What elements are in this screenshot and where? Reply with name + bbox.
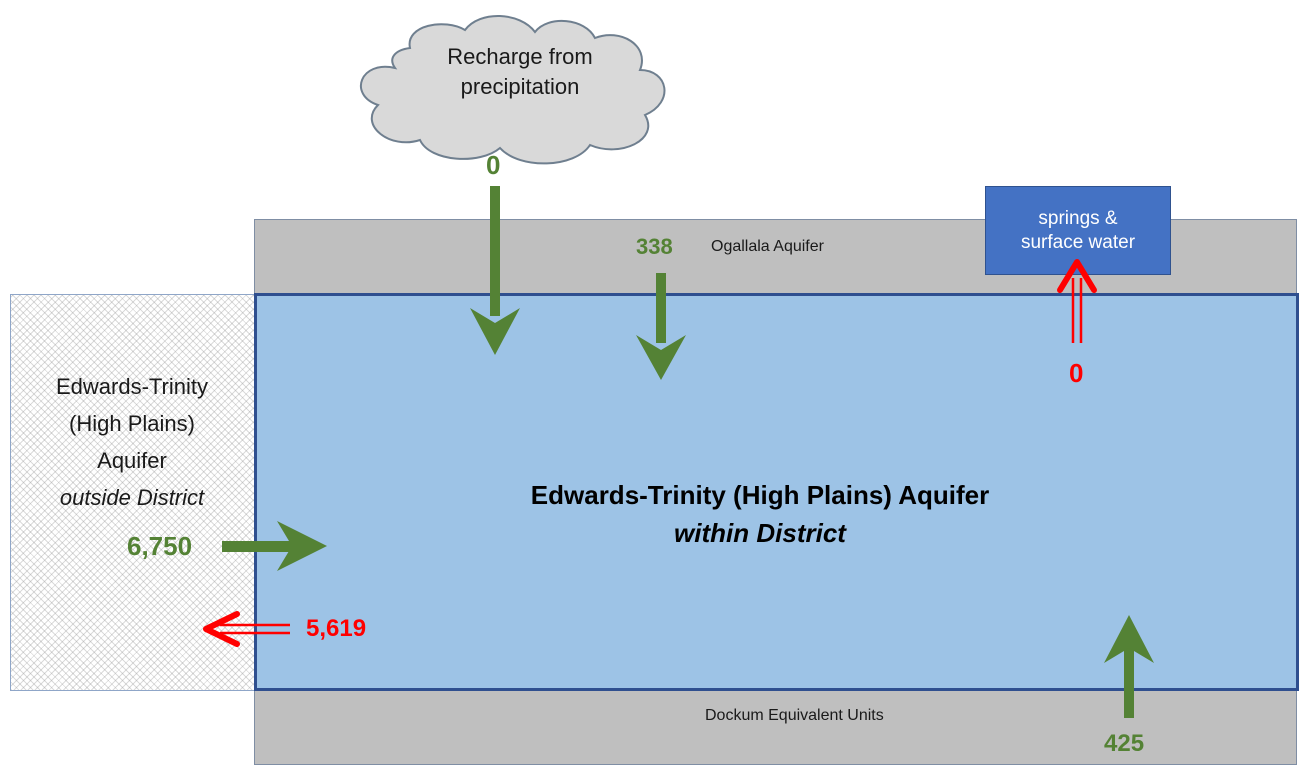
- springs-label-line2: surface water: [1020, 231, 1136, 253]
- outside-label-line3: Aquifer: [97, 448, 167, 473]
- recharge-value: 0: [486, 150, 501, 180]
- outside-label-line1: Edwards-Trinity: [56, 374, 208, 399]
- recharge-cloud-label: Recharge from precipitation: [415, 42, 625, 102]
- main-aquifer-title: Edwards-Trinity (High Plains) Aquifer wi…: [460, 476, 1060, 552]
- cloud-label-line1: Recharge from: [447, 44, 593, 69]
- springs-surface-water-box: springs & surface water: [985, 186, 1171, 275]
- dockum-layer-label: Dockum Equivalent Units: [705, 707, 884, 724]
- springs-outflow-arrow: [1057, 259, 1097, 343]
- cloud-icon: [360, 15, 666, 165]
- outside-district-box: [10, 294, 256, 691]
- ogallala-inflow-arrow: [636, 273, 686, 380]
- main-title-line2: within District: [674, 518, 846, 548]
- lateral-outflow-arrow: [203, 611, 290, 647]
- recharge-arrow: [470, 186, 520, 355]
- main-title-line1: Edwards-Trinity (High Plains) Aquifer: [530, 480, 990, 510]
- lateral-inflow-value: 6,750: [127, 531, 193, 561]
- outside-label-line2: (High Plains): [69, 411, 195, 436]
- dockum-inflow-value: 425: [1104, 730, 1145, 757]
- lateral-inflow-arrow: [222, 521, 327, 571]
- springs-outflow-value: 0: [1069, 358, 1084, 388]
- dockum-inflow-arrow: [1104, 615, 1154, 718]
- springs-label-line1: springs &: [1038, 207, 1118, 229]
- lateral-outflow-value: 5,619: [306, 615, 367, 642]
- cloud-label-line2: precipitation: [460, 74, 580, 99]
- ogallala-inflow-value: 338: [636, 234, 673, 259]
- outside-district-label: Edwards-Trinity (High Plains) Aquifer ou…: [12, 368, 252, 516]
- outside-label-line4: outside District: [59, 485, 205, 510]
- ogallala-layer-label: Ogallala Aquifer: [711, 238, 824, 255]
- dockum-layer: [254, 688, 1297, 765]
